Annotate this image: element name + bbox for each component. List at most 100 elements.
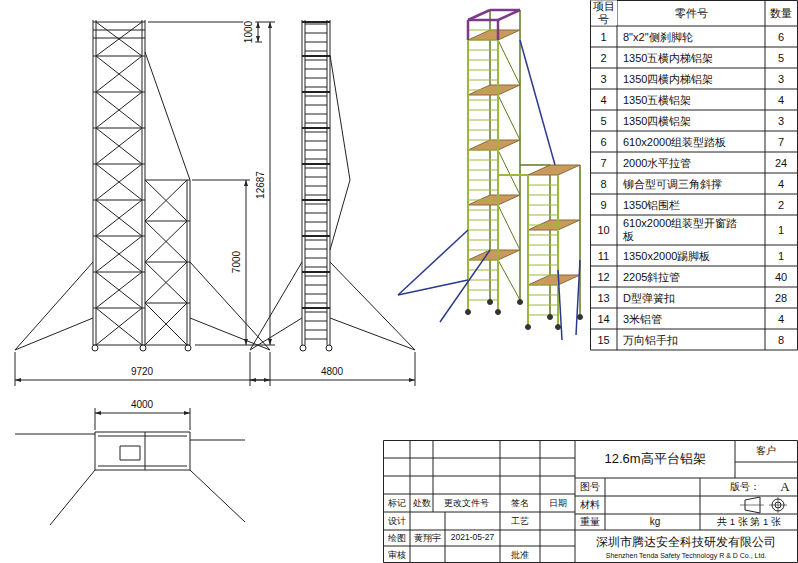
dimension: 9720 — [130, 366, 154, 378]
cross-brace — [96, 56, 142, 92]
title-block-line — [445, 512, 446, 563]
ladder-rung — [305, 294, 327, 295]
parts-table — [590, 0, 798, 350]
title-block-line — [433, 440, 434, 512]
table-line — [590, 215, 798, 216]
caster-wheel — [466, 310, 471, 315]
part-name: 1350四横铝架 — [622, 114, 692, 127]
item-number: 4 — [599, 93, 607, 106]
horizontal-tube — [498, 174, 528, 176]
part-name: 1350四横内梯铝架 — [622, 72, 714, 85]
frame-rung — [468, 110, 498, 111]
title-block-field: 绘图 — [387, 533, 407, 543]
top-guard — [498, 10, 520, 20]
title-block-border — [384, 441, 798, 563]
quantity: 4 — [777, 312, 785, 325]
frame-rung — [528, 305, 558, 306]
extension-line — [190, 408, 191, 430]
tower-post — [142, 20, 143, 345]
dimension: 12687 — [255, 170, 267, 200]
table-line — [590, 266, 798, 267]
part-name: 铆合型可调三角斜撑 — [622, 177, 723, 190]
extension-line — [192, 180, 250, 181]
side-view — [250, 20, 415, 386]
frame-rung — [468, 190, 498, 191]
frame-rung — [468, 250, 498, 251]
frame-rung — [468, 230, 498, 231]
title-block-line — [540, 440, 541, 512]
platform-edge — [302, 199, 330, 201]
ladder-rung — [305, 258, 327, 259]
part-name: 2000水平拉管 — [622, 156, 692, 169]
extension-line — [148, 22, 275, 23]
ladder-rung — [305, 123, 327, 124]
frame-rung — [468, 290, 498, 291]
cross-brace — [96, 92, 142, 128]
quantity: 4 — [777, 93, 785, 106]
table-line — [590, 131, 798, 132]
title-block-line — [383, 494, 575, 495]
frame-post — [549, 165, 551, 315]
outrigger — [250, 318, 302, 350]
title-block-field: 标记 — [387, 498, 407, 508]
part-name: 610x2000组装型踏板 — [622, 135, 727, 148]
cross-brace — [96, 236, 142, 272]
table-line — [590, 47, 798, 48]
title-block-field: 工艺 — [510, 516, 530, 526]
hatch-board — [120, 446, 140, 460]
frame-rung — [468, 160, 498, 161]
quantity: 2 — [777, 198, 785, 211]
dimension-arrow — [184, 411, 190, 415]
frame-rung — [468, 70, 498, 71]
ladder-rung — [305, 87, 327, 88]
cross-brace — [96, 92, 142, 128]
frame-rung — [468, 150, 498, 151]
ladder-rung — [305, 51, 327, 52]
dimension-arrow — [256, 22, 260, 28]
ladder-rung — [305, 186, 327, 187]
item-number: 8 — [599, 177, 607, 190]
company-name-english: Shenzhen Tenda Safety Technology R & D C… — [605, 552, 767, 560]
cross-brace — [96, 128, 142, 164]
frame-rung — [468, 50, 498, 51]
outrigger — [15, 434, 95, 435]
tower-post — [145, 20, 146, 345]
table-line — [590, 110, 798, 111]
quantity: 40 — [774, 270, 788, 283]
cross-brace — [96, 164, 142, 200]
diagonal-stay — [145, 52, 190, 180]
ledger — [93, 164, 145, 165]
ladder-rung — [305, 249, 327, 250]
plan-outline — [95, 432, 190, 470]
frame-rung — [468, 300, 498, 301]
title-block-line — [383, 458, 575, 459]
title-block-line — [410, 512, 411, 563]
ladder-rung — [305, 213, 327, 214]
dimension-line — [270, 22, 271, 345]
ledger — [93, 92, 145, 93]
platform-edge — [302, 271, 330, 273]
cross-brace — [145, 262, 187, 303]
ladder-rung — [305, 105, 327, 106]
title-block-field: 日期 — [548, 498, 568, 508]
cross-brace — [96, 308, 142, 345]
center-line — [740, 505, 764, 506]
frame-rung — [528, 285, 558, 286]
deck-board — [528, 165, 580, 175]
ledger — [93, 272, 145, 273]
ladder-rung — [305, 204, 327, 205]
caster-wheel — [326, 345, 332, 351]
table-line — [590, 89, 798, 90]
frame-rung — [528, 215, 558, 216]
cross-brace — [96, 200, 142, 236]
title-block-field: 更改文件号 — [443, 498, 490, 508]
ledger — [93, 56, 145, 57]
ladder-rung — [305, 339, 327, 340]
frame-rung — [468, 30, 498, 31]
frame-post — [579, 165, 581, 315]
caster-wheel — [548, 315, 553, 320]
platform-edge — [302, 91, 330, 93]
title-block-field: 审核 — [387, 549, 407, 559]
platform-edge — [302, 127, 330, 129]
